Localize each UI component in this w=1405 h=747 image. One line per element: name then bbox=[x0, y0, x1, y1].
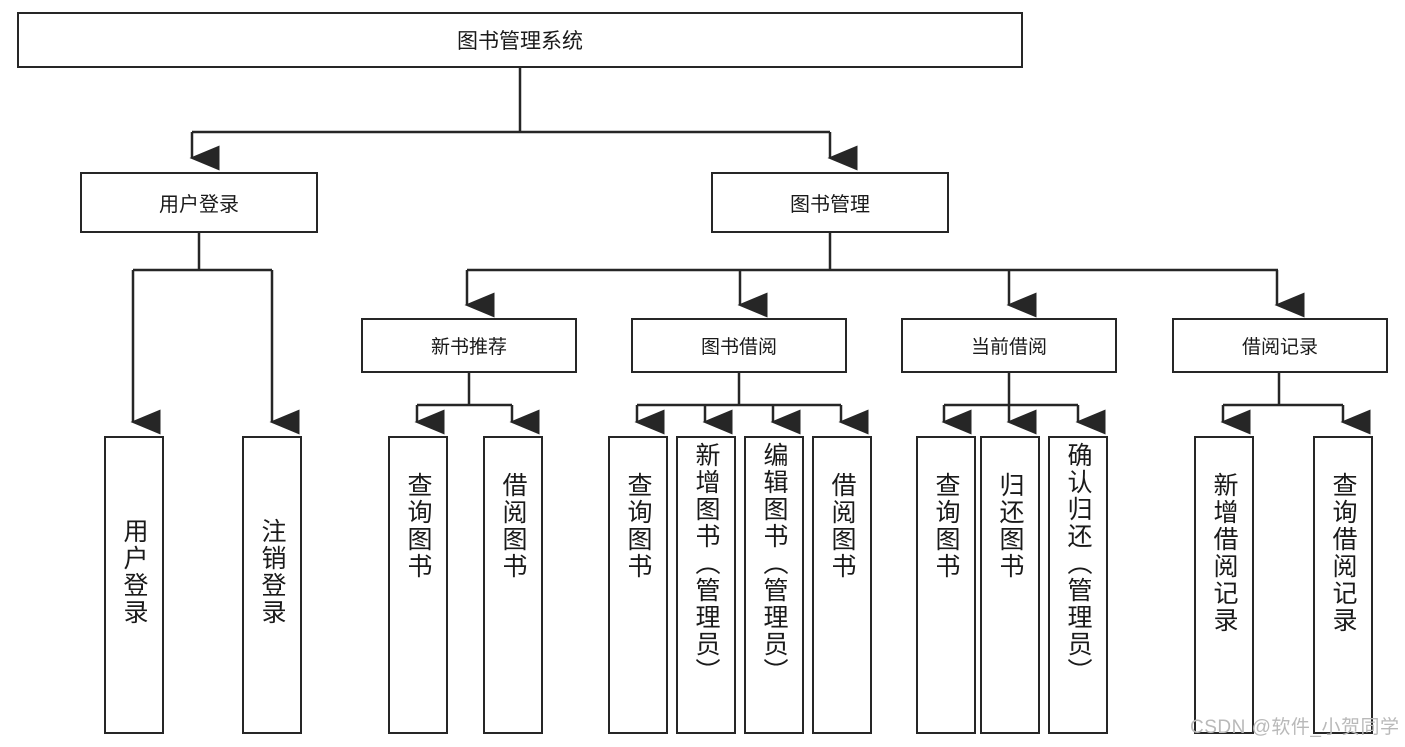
leaf-user-login-label: 用户登录 bbox=[120, 518, 148, 626]
node-borrow-record-label: 借阅记录 bbox=[1241, 337, 1318, 358]
leaf-borrow-book-recommend[interactable]: 借阅图书 bbox=[483, 436, 543, 734]
node-book-management-label: 图书管理 bbox=[790, 194, 870, 216]
leaf-return-book-label: 归还图书 bbox=[996, 472, 1024, 580]
leaf-edit-book-admin[interactable]: 编辑图书（管理员） bbox=[744, 436, 804, 734]
node-book-borrow-label: 图书借阅 bbox=[700, 337, 777, 358]
leaf-user-login[interactable]: 用户登录 bbox=[104, 436, 164, 734]
node-current-borrow[interactable]: 当前借阅 bbox=[901, 318, 1117, 373]
node-root[interactable]: 图书管理系统 bbox=[17, 12, 1023, 68]
leaf-borrow-book-label: 借阅图书 bbox=[828, 472, 856, 580]
leaf-add-borrow-record[interactable]: 新增借阅记录 bbox=[1194, 436, 1254, 734]
node-book-management[interactable]: 图书管理 bbox=[711, 172, 949, 233]
leaf-edit-book-admin-label: 编辑图书（管理员） bbox=[760, 442, 788, 685]
watermark: CSDN @软件_小贺同学 bbox=[1190, 717, 1400, 738]
node-root-label: 图书管理系统 bbox=[457, 30, 583, 53]
node-user-login-label: 用户登录 bbox=[159, 194, 239, 216]
leaf-add-book-admin[interactable]: 新增图书（管理员） bbox=[676, 436, 736, 734]
leaf-search-borrow-record[interactable]: 查询借阅记录 bbox=[1313, 436, 1373, 734]
leaf-user-logout[interactable]: 注销登录 bbox=[242, 436, 302, 734]
node-borrow-record[interactable]: 借阅记录 bbox=[1172, 318, 1388, 373]
leaf-search-book-borrow-label: 查询图书 bbox=[624, 472, 652, 580]
leaf-search-book-borrow[interactable]: 查询图书 bbox=[608, 436, 668, 734]
leaf-search-book-current[interactable]: 查询图书 bbox=[916, 436, 976, 734]
leaf-confirm-return-admin[interactable]: 确认归还（管理员） bbox=[1048, 436, 1108, 734]
leaf-search-book-recommend[interactable]: 查询图书 bbox=[388, 436, 448, 734]
leaf-search-borrow-record-label: 查询借阅记录 bbox=[1329, 472, 1357, 634]
leaf-confirm-return-admin-label: 确认归还（管理员） bbox=[1064, 442, 1092, 685]
leaf-add-book-admin-label: 新增图书（管理员） bbox=[692, 442, 720, 685]
leaf-borrow-book-recommend-label: 借阅图书 bbox=[499, 472, 527, 580]
node-user-login[interactable]: 用户登录 bbox=[80, 172, 318, 233]
node-current-borrow-label: 当前借阅 bbox=[970, 337, 1047, 358]
leaf-search-book-recommend-label: 查询图书 bbox=[404, 472, 432, 580]
leaf-user-logout-label: 注销登录 bbox=[258, 518, 286, 626]
leaf-add-borrow-record-label: 新增借阅记录 bbox=[1210, 472, 1238, 634]
node-new-book-recommend[interactable]: 新书推荐 bbox=[361, 318, 577, 373]
node-new-book-recommend-label: 新书推荐 bbox=[430, 337, 507, 358]
leaf-borrow-book[interactable]: 借阅图书 bbox=[812, 436, 872, 734]
node-book-borrow[interactable]: 图书借阅 bbox=[631, 318, 847, 373]
leaf-search-book-current-label: 查询图书 bbox=[932, 472, 960, 580]
leaf-return-book[interactable]: 归还图书 bbox=[980, 436, 1040, 734]
